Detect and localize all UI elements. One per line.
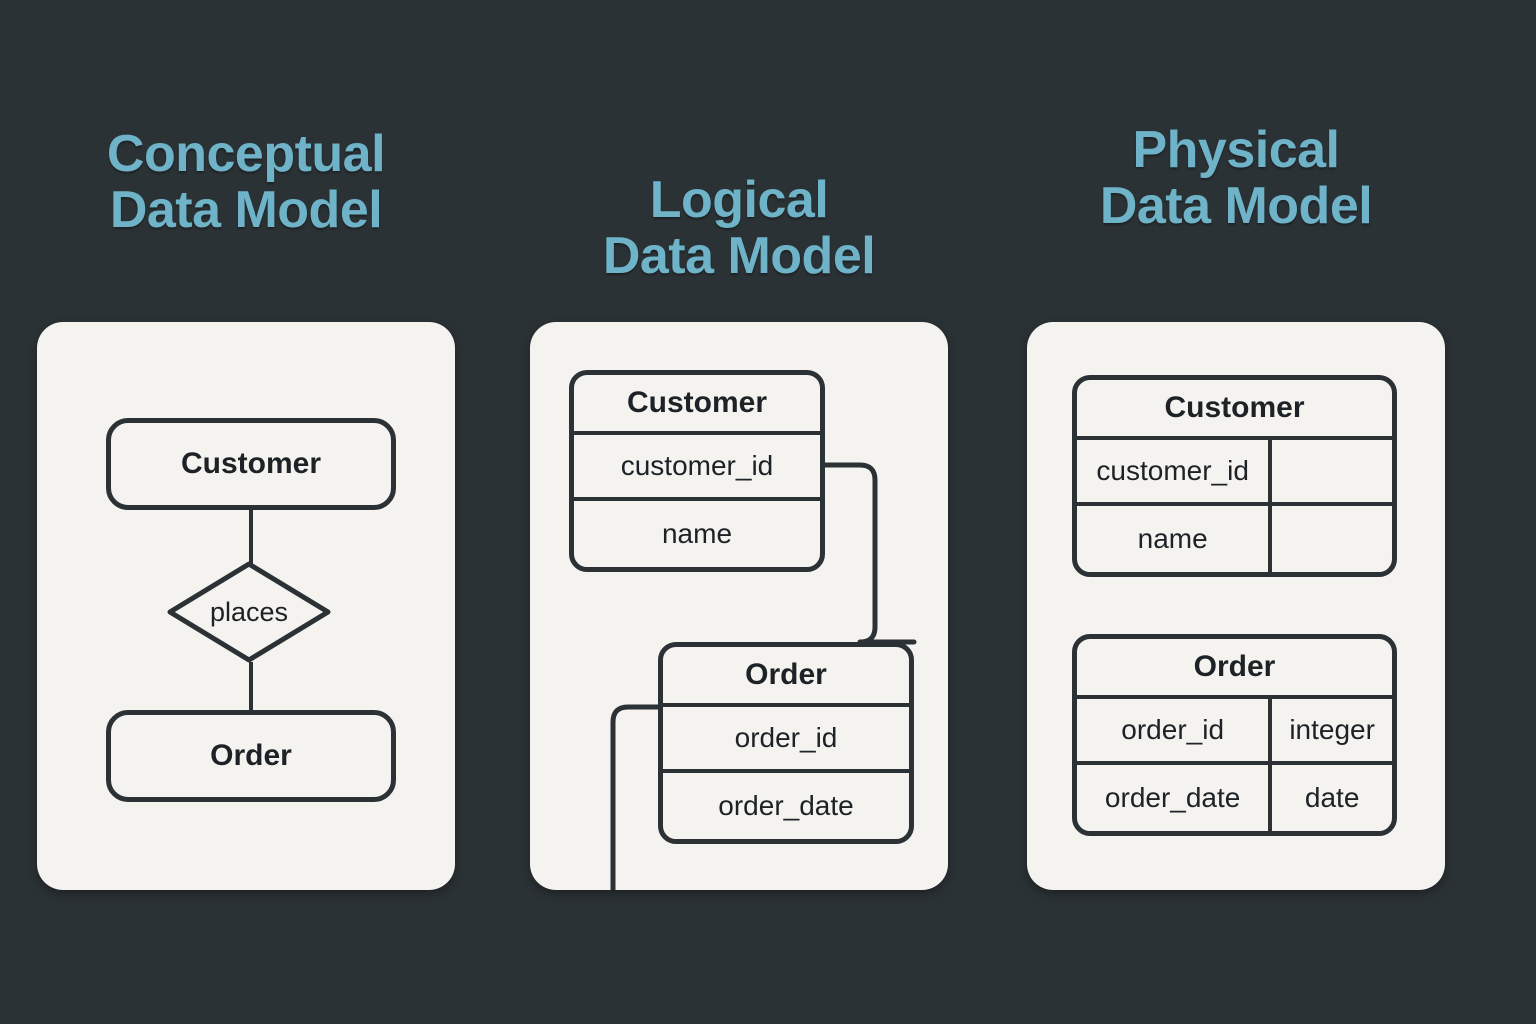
table-row[interactable]: customer_id <box>1077 440 1392 506</box>
table-row[interactable]: name <box>574 501 820 567</box>
relationship-places[interactable]: places <box>166 560 332 664</box>
table-order-header: Order <box>1077 639 1392 699</box>
table-customer-header: Customer <box>574 375 820 435</box>
table-customer-header: Customer <box>1077 380 1392 440</box>
table-row[interactable]: customer_id <box>574 435 820 501</box>
column-name-order-date: order_date <box>1077 765 1273 831</box>
column-name-order-id: order_id <box>1077 699 1273 761</box>
conceptual-model-card: Customer places Order <box>37 322 455 890</box>
attribute-customer-id: customer_id <box>620 450 774 481</box>
table-row[interactable]: order_date date <box>1077 765 1392 831</box>
diamond-icon <box>167 561 331 663</box>
column-type-customer-id <box>1272 440 1392 502</box>
table-order[interactable]: Order order_id order_date <box>658 642 914 844</box>
table-customer[interactable]: Customer customer_id name <box>569 370 825 572</box>
column-type-order-id: integer <box>1289 714 1375 745</box>
connector-customer-to-places <box>249 508 253 564</box>
logical-model-card: Customer customer_id name Order order_id… <box>530 322 948 890</box>
connector-places-to-order <box>249 662 253 714</box>
attribute-order-id: order_id <box>734 722 838 753</box>
physical-model-title: Physical Data Model <box>1099 121 1373 236</box>
relationship-label: places <box>209 596 289 627</box>
conceptual-model-title: Conceptual Data Model <box>106 125 386 240</box>
table-order-header: Order <box>663 647 909 707</box>
column-type-order-date: date <box>1304 782 1360 813</box>
table-row[interactable]: order_id <box>663 707 909 773</box>
attribute-name: name <box>661 518 733 549</box>
column-name-name: name <box>1077 506 1273 572</box>
entity-order[interactable]: Order <box>106 710 396 802</box>
table-row[interactable]: order_date <box>663 773 909 839</box>
column-name-customer-id: customer_id <box>1077 440 1273 502</box>
attribute-order-date: order_date <box>718 790 854 821</box>
entity-customer[interactable]: Customer <box>106 418 396 510</box>
physical-model-card: Customer customer_id name Order order_id… <box>1027 322 1445 890</box>
column-type-name <box>1272 506 1392 572</box>
table-order[interactable]: Order order_id integer order_date date <box>1072 634 1397 836</box>
table-customer[interactable]: Customer customer_id name <box>1072 375 1397 577</box>
table-row[interactable]: name <box>1077 506 1392 572</box>
table-row[interactable]: order_id integer <box>1077 699 1392 765</box>
logical-model-title: Logical Data Model <box>602 171 876 286</box>
